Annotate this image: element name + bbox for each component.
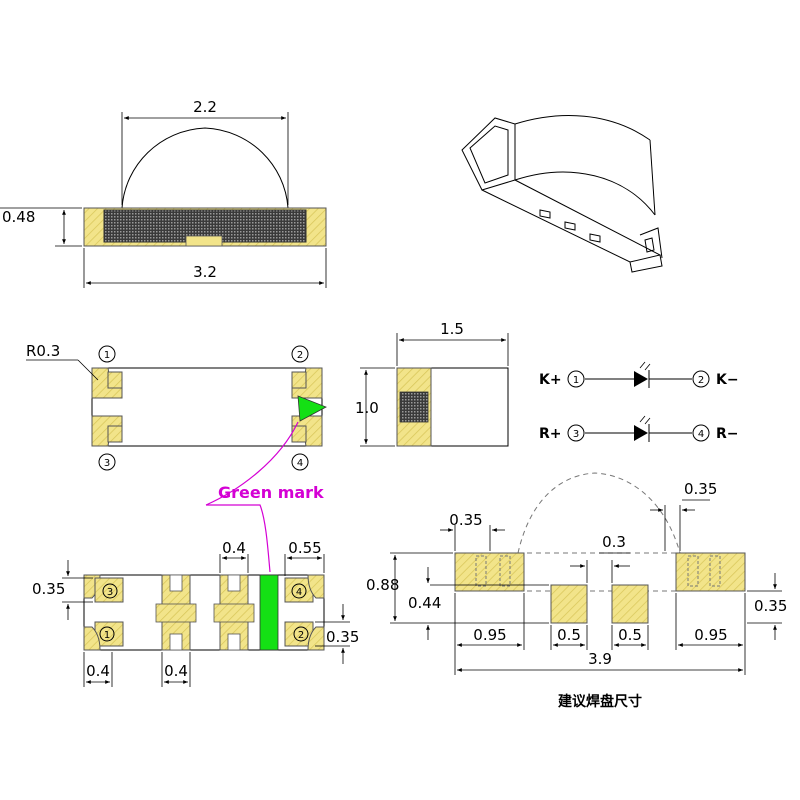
pin-1: 1	[98, 345, 116, 363]
circuit-row-2: R+ 3 4 R−	[539, 415, 739, 442]
label-r-minus: R−	[716, 426, 739, 442]
side-view: 2.2 0.48 3.2	[0, 98, 327, 288]
end-view: 1.5 1.0	[355, 320, 509, 447]
dim-fp-height-inner: 0.44	[408, 594, 441, 612]
dim-side-top: 2.2	[193, 98, 217, 116]
dim-fp-top-left: 0.35	[449, 511, 482, 529]
green-mark-triangle	[297, 395, 327, 422]
bottom-body	[83, 574, 325, 651]
iso-view	[461, 115, 663, 273]
dim-end-width: 1.5	[440, 320, 464, 338]
svg-text:1: 1	[104, 350, 110, 361]
svg-text:2: 2	[297, 350, 303, 361]
svg-text:3: 3	[104, 458, 110, 469]
bottom-pin-4: 4	[291, 583, 307, 599]
diode-icon	[634, 371, 648, 387]
circuit-row-1: K+ 1 2 K−	[539, 361, 739, 388]
land-3	[611, 584, 649, 624]
label-r-plus: R+	[539, 426, 562, 442]
bottom-pin-1: 1	[99, 626, 115, 642]
dim-fp-top-right: 0.35	[684, 480, 717, 498]
dim-fp-w1: 0.95	[473, 626, 506, 644]
svg-text:1: 1	[573, 375, 579, 386]
pin-3: 3	[98, 453, 116, 471]
green-mark-label: Green mark	[218, 483, 324, 502]
side-notch	[185, 235, 223, 247]
dim-pad-width-bl: 0.4	[86, 662, 110, 680]
svg-text:2: 2	[298, 630, 304, 641]
footprint-caption: 建议焊盘尺寸	[558, 693, 642, 710]
dim-radius: R0.3	[26, 342, 60, 360]
dim-pad-height-right: 0.35	[326, 628, 359, 646]
dim-fp-gap: 0.3	[602, 533, 626, 551]
label-k-minus: K−	[716, 372, 739, 388]
dim-fp-height-outer: 0.88	[366, 576, 399, 594]
land-2	[550, 584, 588, 624]
dim-fp-w3: 0.5	[618, 626, 642, 644]
green-mark-callout: Green mark	[205, 421, 324, 573]
dim-side-height: 0.48	[2, 208, 35, 226]
svg-text:3: 3	[107, 587, 113, 598]
dim-fp-total: 3.9	[588, 650, 612, 668]
dim-gap: 0.55	[288, 539, 321, 557]
dim-pad-width: 0.4	[222, 539, 246, 557]
svg-text:4: 4	[297, 458, 303, 469]
footprint: 0.35 0.35 0.3 0.88 0.44 0.35	[366, 472, 787, 710]
dim-fp-right: 0.35	[754, 597, 787, 615]
pin-4: 4	[291, 453, 309, 471]
svg-text:4: 4	[296, 587, 302, 598]
dim-end-height: 1.0	[355, 399, 379, 417]
svg-text:4: 4	[698, 429, 704, 440]
svg-text:1: 1	[104, 630, 110, 641]
top-body	[91, 367, 323, 447]
bottom-view: 3 4 1 2 0.4 0.55 0.35 0.35 0.4 0.	[32, 539, 359, 687]
bottom-pin-2: 2	[293, 626, 309, 642]
label-k-plus: K+	[539, 372, 562, 388]
dim-pad-width-bm: 0.4	[164, 662, 188, 680]
dim-pad-height-left: 0.35	[32, 580, 65, 598]
dim-fp-w2: 0.5	[557, 626, 581, 644]
dim-side-length: 3.2	[193, 263, 217, 281]
diode-icon	[634, 425, 648, 441]
lens-dome	[121, 127, 289, 209]
bottom-pin-3: 3	[102, 583, 118, 599]
green-mark-bar	[259, 574, 279, 651]
pin-2: 2	[291, 345, 309, 363]
dim-fp-w4: 0.95	[694, 626, 727, 644]
svg-text:3: 3	[573, 429, 579, 440]
svg-text:2: 2	[698, 375, 704, 386]
top-view: R0.3 1 2 3 4	[26, 342, 327, 471]
